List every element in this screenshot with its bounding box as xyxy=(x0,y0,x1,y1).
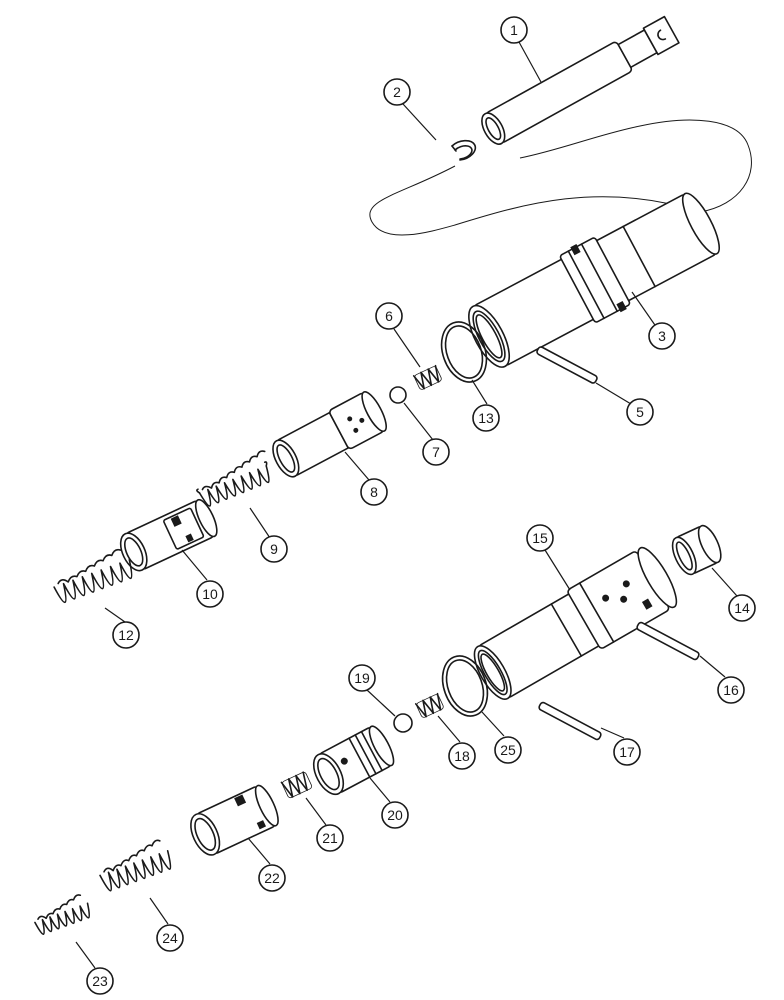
svg-text:20: 20 xyxy=(387,807,403,823)
svg-text:15: 15 xyxy=(532,530,548,546)
part-3-valve-body xyxy=(468,192,720,368)
part-23-spring xyxy=(34,894,91,936)
callout-24: 24 xyxy=(156,924,184,952)
svg-text:25: 25 xyxy=(500,742,516,758)
callout-8: 8 xyxy=(360,478,388,506)
part-7-ball xyxy=(389,386,407,404)
callout-20: 20 xyxy=(381,801,409,829)
part-16-pin xyxy=(636,621,700,661)
callout-16: 16 xyxy=(717,676,745,704)
part-13-ring xyxy=(440,321,488,383)
callout-1: 1 xyxy=(500,16,528,44)
callout-25: 25 xyxy=(494,736,522,764)
svg-text:18: 18 xyxy=(454,748,470,764)
part-1-shaft xyxy=(481,15,680,145)
svg-text:2: 2 xyxy=(393,84,401,100)
svg-text:5: 5 xyxy=(636,404,644,420)
svg-text:22: 22 xyxy=(264,870,280,886)
callout-15: 15 xyxy=(526,524,554,552)
svg-text:17: 17 xyxy=(619,744,635,760)
callout-12: 12 xyxy=(112,621,140,649)
callout-23: 23 xyxy=(86,967,114,995)
callout-22: 22 xyxy=(258,864,286,892)
part-6-spring xyxy=(412,364,442,390)
svg-text:13: 13 xyxy=(478,410,494,426)
svg-text:1: 1 xyxy=(510,22,518,38)
svg-text:7: 7 xyxy=(432,444,440,460)
part-21-spring xyxy=(280,771,312,799)
callout-21: 21 xyxy=(316,824,344,852)
svg-text:6: 6 xyxy=(385,308,393,324)
svg-text:19: 19 xyxy=(354,670,370,686)
callout-2: 2 xyxy=(383,78,411,106)
svg-text:8: 8 xyxy=(370,484,378,500)
callout-10: 10 xyxy=(196,580,224,608)
part-14-end-cap xyxy=(671,524,722,576)
part-9-spring xyxy=(196,450,270,507)
svg-text:21: 21 xyxy=(322,830,338,846)
callout-13: 13 xyxy=(472,404,500,432)
leader-lines xyxy=(75,41,738,969)
part-12-spring xyxy=(53,548,133,604)
svg-text:3: 3 xyxy=(658,328,666,344)
callout-3: 3 xyxy=(648,322,676,350)
part-10-plunger xyxy=(119,498,218,572)
callout-18: 18 xyxy=(448,742,476,770)
callout-19: 19 xyxy=(348,664,376,692)
svg-text:12: 12 xyxy=(118,627,134,643)
part-18-spring xyxy=(414,692,444,718)
svg-text:23: 23 xyxy=(92,973,108,989)
callout-9: 9 xyxy=(260,535,288,563)
part-19-ball xyxy=(393,713,413,733)
part-24-spring xyxy=(99,839,172,892)
part-8-sleeve xyxy=(272,391,387,478)
part-25-ring xyxy=(441,655,489,717)
part-22-sleeve xyxy=(190,784,279,856)
callout-5: 5 xyxy=(626,398,654,426)
part-2-snap-ring xyxy=(451,139,477,161)
callout-6: 6 xyxy=(375,302,403,330)
svg-text:24: 24 xyxy=(162,930,178,946)
svg-text:16: 16 xyxy=(723,682,739,698)
svg-text:10: 10 xyxy=(202,586,218,602)
part-5-pin xyxy=(536,346,598,384)
callout-17: 17 xyxy=(613,738,641,766)
part-20-piston xyxy=(312,725,395,796)
part-17-pin xyxy=(538,701,602,741)
callout-14: 14 xyxy=(728,594,756,622)
svg-text:14: 14 xyxy=(734,600,750,616)
part-15-valve-body xyxy=(473,546,678,700)
callout-7: 7 xyxy=(422,438,450,466)
svg-text:9: 9 xyxy=(270,541,278,557)
